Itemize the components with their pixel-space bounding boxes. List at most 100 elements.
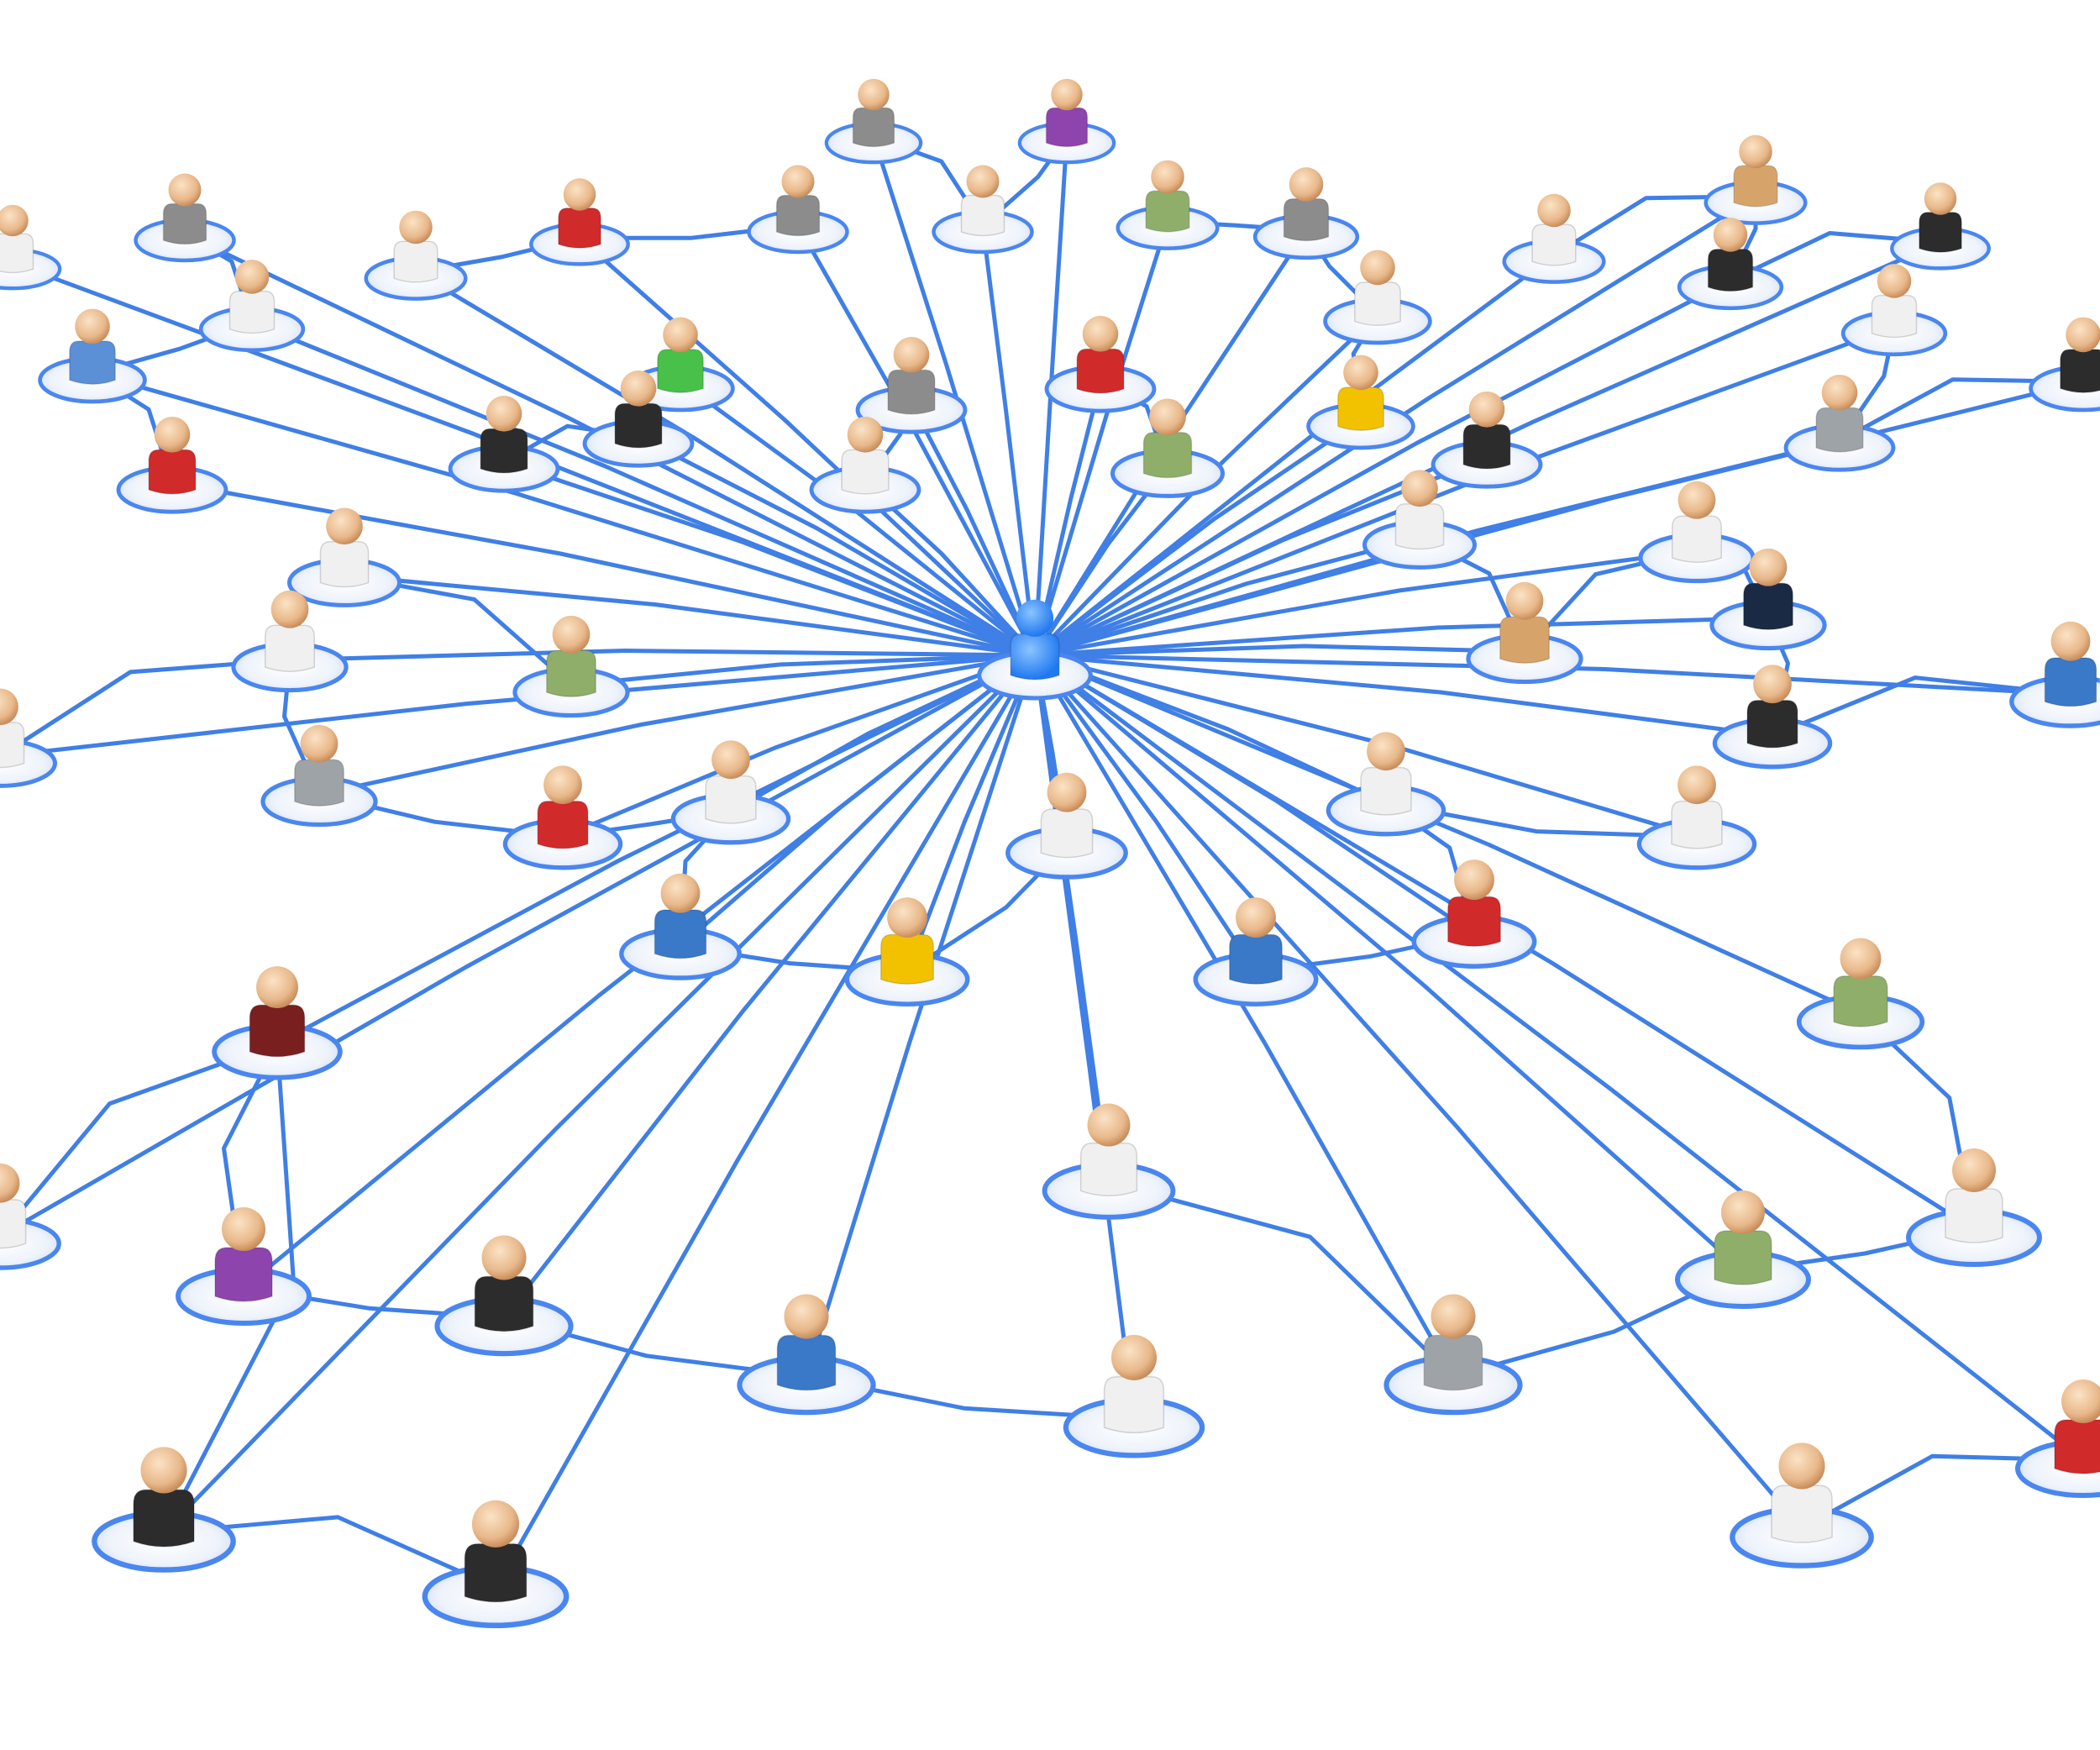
person-node <box>1005 772 1128 880</box>
connection-line <box>414 270 1037 658</box>
person-body <box>1145 190 1190 233</box>
person-head <box>1749 548 1788 586</box>
person-head <box>966 165 1000 198</box>
connection-line <box>1034 549 1698 658</box>
person-head <box>711 740 750 780</box>
person-node <box>260 724 378 828</box>
connection-line <box>503 460 1036 658</box>
connection-line <box>1033 278 1732 658</box>
person-head <box>1367 732 1405 771</box>
connection-line <box>1033 313 1379 657</box>
person-node <box>855 337 968 434</box>
person-head <box>1343 355 1378 391</box>
person-node <box>286 507 402 607</box>
person-head <box>1401 470 1438 507</box>
person-node <box>619 873 742 980</box>
connection-line <box>251 320 1037 658</box>
person-node <box>364 210 468 301</box>
person-body <box>214 1247 273 1302</box>
person-body <box>2060 349 2100 393</box>
person-head <box>887 897 927 938</box>
person-head <box>1236 897 1276 938</box>
person-body <box>393 240 438 283</box>
person-body <box>1076 348 1125 394</box>
person-node <box>1042 1103 1176 1220</box>
person-body <box>887 369 936 415</box>
person-head <box>154 417 191 453</box>
person-node <box>2029 317 2100 413</box>
connection-line <box>1033 653 1976 1232</box>
person-head <box>847 417 884 453</box>
people-nodes <box>0 78 2100 1629</box>
person-head <box>1505 581 1544 620</box>
person-node <box>1712 665 1833 770</box>
connection-line <box>1034 653 1773 738</box>
person-head <box>1924 182 1957 215</box>
person-head <box>326 507 363 545</box>
person-body <box>705 775 757 824</box>
person-body <box>1919 212 1962 253</box>
person-head <box>1721 1190 1765 1234</box>
connection-line <box>980 225 1037 656</box>
connection-line <box>1032 654 1258 973</box>
person-node <box>176 1207 312 1326</box>
person-body <box>841 449 890 495</box>
person-head <box>2050 621 2091 661</box>
person-body <box>1462 423 1511 470</box>
person-body <box>133 1489 195 1548</box>
person-head <box>1047 772 1087 812</box>
connection-line <box>1032 381 1103 656</box>
person-head <box>563 178 596 211</box>
person-node <box>1890 182 1991 271</box>
connection-line <box>1034 653 1862 1017</box>
person-body <box>1707 248 1754 292</box>
connection-line <box>1108 1180 1455 1379</box>
person-body <box>614 402 663 449</box>
person-node <box>582 370 695 468</box>
person-body <box>776 1334 837 1391</box>
person-body <box>775 194 821 237</box>
person-body <box>1354 281 1401 326</box>
person-body <box>852 107 895 148</box>
person-head <box>234 260 270 294</box>
person-head <box>1713 218 1748 252</box>
connection-line <box>804 654 1037 1378</box>
connection-line <box>0 653 1036 759</box>
person-body <box>148 449 197 495</box>
person-body <box>1079 1142 1138 1196</box>
person-node <box>502 765 623 870</box>
person-head <box>1082 316 1119 352</box>
person-body <box>1045 107 1089 148</box>
person-node <box>670 740 791 845</box>
person-body <box>537 800 589 849</box>
person-body <box>1815 407 1864 453</box>
connection-line <box>1033 240 1942 658</box>
person-head <box>481 1235 527 1280</box>
person-body <box>1283 197 1330 242</box>
person-node <box>1431 392 1543 489</box>
person-node <box>0 1163 61 1270</box>
person-head <box>1677 481 1716 519</box>
person-body <box>1423 1334 1483 1391</box>
person-node <box>1704 134 1808 225</box>
person-body <box>464 1542 528 1603</box>
person-head <box>784 1294 829 1339</box>
person-body <box>0 233 34 274</box>
person-head <box>1877 264 1912 298</box>
person-head <box>1840 938 1882 980</box>
person-node <box>231 590 349 693</box>
person-head <box>1537 193 1571 228</box>
person-head <box>140 1447 187 1494</box>
person-node <box>0 204 62 291</box>
connection-line <box>289 649 1036 662</box>
person-body <box>1499 616 1550 664</box>
person-node <box>1116 160 1220 250</box>
person-node <box>1411 859 1537 969</box>
person-body <box>294 759 344 807</box>
person-body <box>2054 1419 2100 1474</box>
person-node <box>844 897 970 1006</box>
person-body <box>1746 699 1798 749</box>
person-head <box>0 204 29 237</box>
person-node <box>0 688 58 788</box>
